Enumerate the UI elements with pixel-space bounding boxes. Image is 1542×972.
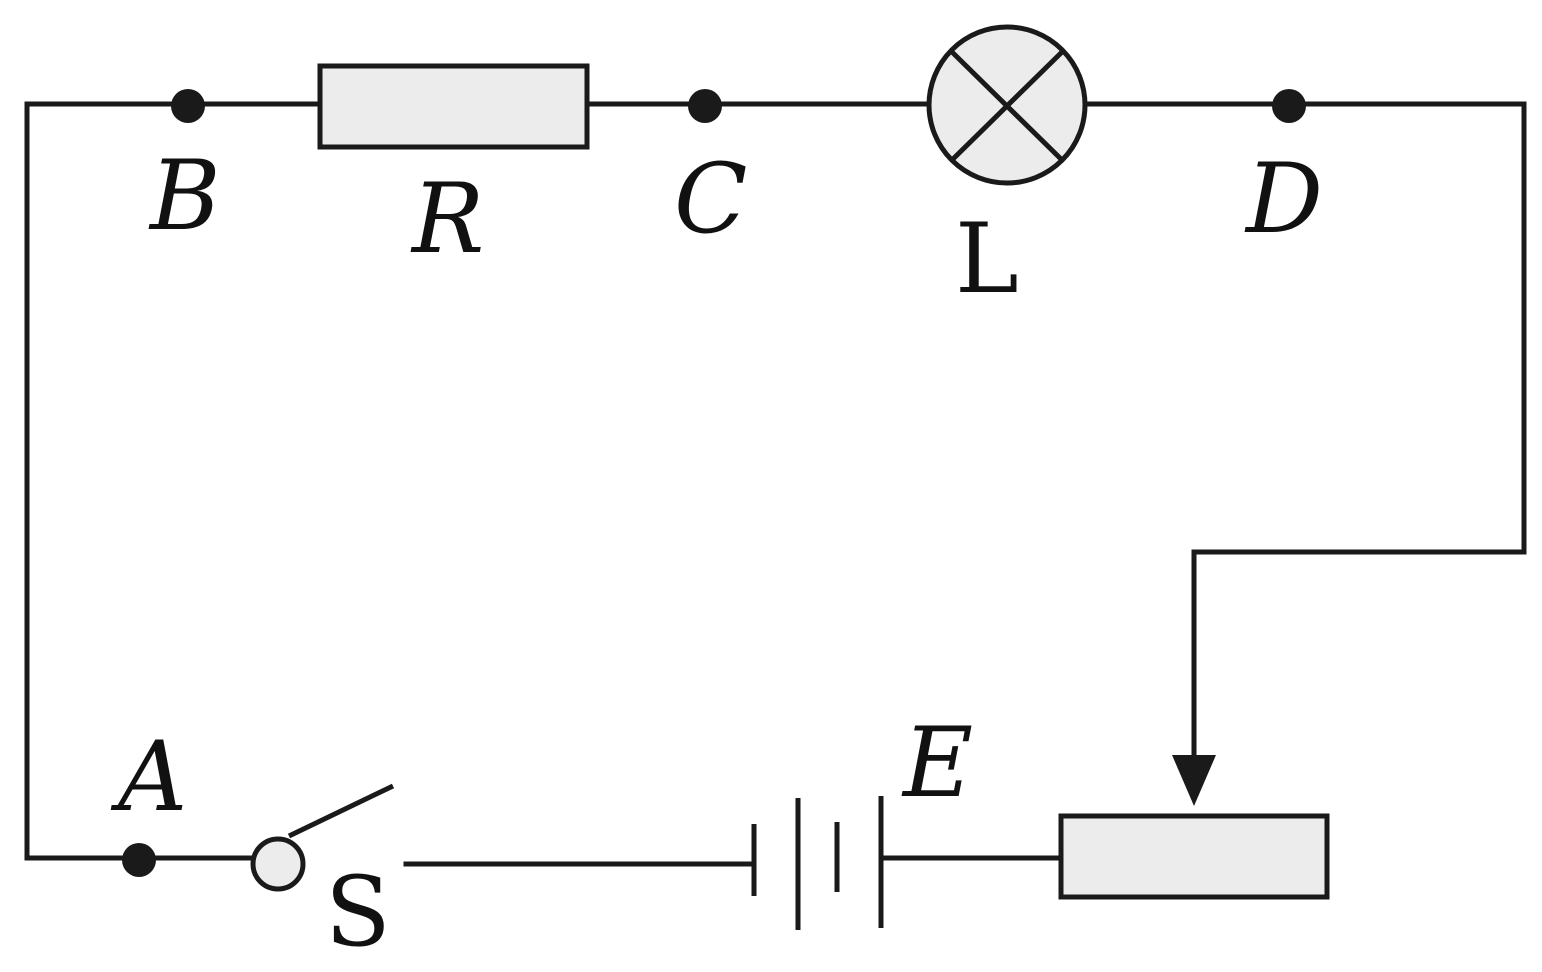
label-d: D bbox=[1244, 143, 1323, 255]
slider-arrow-icon bbox=[1172, 755, 1216, 806]
rheostat-symbol bbox=[1058, 755, 1330, 900]
resistor-symbol bbox=[317, 63, 590, 150]
wire-right bbox=[1084, 101, 1527, 763]
battery-symbol bbox=[751, 796, 884, 930]
node-b bbox=[171, 89, 205, 123]
label-a: A bbox=[110, 721, 187, 833]
node-c bbox=[688, 89, 722, 123]
switch-symbol bbox=[250, 783, 395, 892]
node-a bbox=[122, 843, 156, 877]
lamp-symbol bbox=[926, 24, 1088, 186]
label-e: E bbox=[901, 707, 973, 819]
label-b: B bbox=[148, 140, 221, 252]
node-d bbox=[1272, 89, 1306, 123]
label-s: S bbox=[325, 856, 391, 968]
label-l: L bbox=[955, 203, 1019, 315]
label-c: C bbox=[674, 143, 747, 255]
label-r: R bbox=[410, 163, 484, 275]
